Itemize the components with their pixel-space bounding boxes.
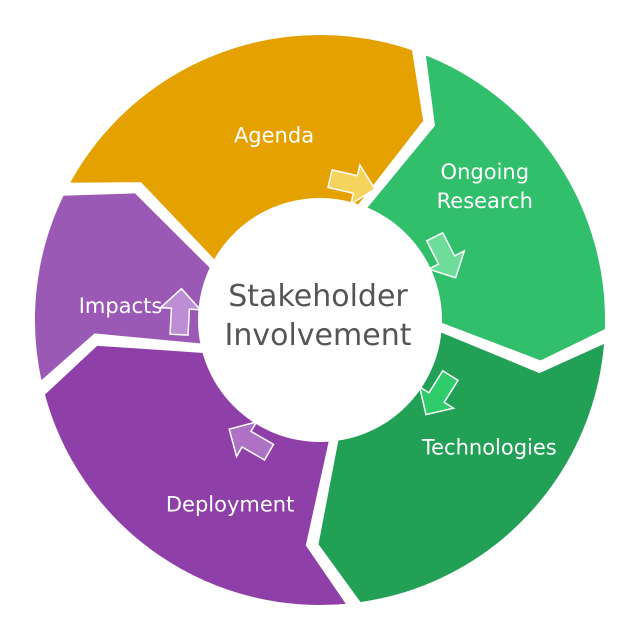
- cycle-labels: AgendaOngoingResearchTechnologiesDeploym…: [79, 124, 557, 517]
- label-deployment: Deployment: [166, 492, 294, 516]
- label-agenda: Agenda: [234, 124, 314, 148]
- label-ongoing-research-line-2: Research: [437, 189, 533, 213]
- center-circle: [198, 198, 442, 442]
- arrow-shape-impacts: [158, 287, 203, 336]
- center-label-line-2: Involvement: [225, 318, 412, 353]
- arrow-shape-ongoing-research: [425, 231, 466, 279]
- cycle-segments: [28, 28, 611, 611]
- arrow-deployment: [228, 420, 275, 462]
- label-ongoing-research-line-1: Ongoing: [441, 160, 530, 184]
- cycle-arrows: [158, 163, 466, 462]
- arrow-shape-deployment: [228, 420, 275, 462]
- arrow-technologies: [418, 369, 460, 416]
- label-impacts: Impacts: [79, 294, 163, 318]
- arrow-impacts: [158, 287, 203, 336]
- arrow-shape-agenda: [327, 163, 376, 206]
- center-label-line-1: Stakeholder: [228, 279, 408, 314]
- arrow-ongoing-research: [425, 231, 466, 279]
- label-technologies: Technologies: [421, 436, 557, 460]
- arrow-agenda: [327, 163, 376, 206]
- arrow-shape-technologies: [418, 369, 460, 416]
